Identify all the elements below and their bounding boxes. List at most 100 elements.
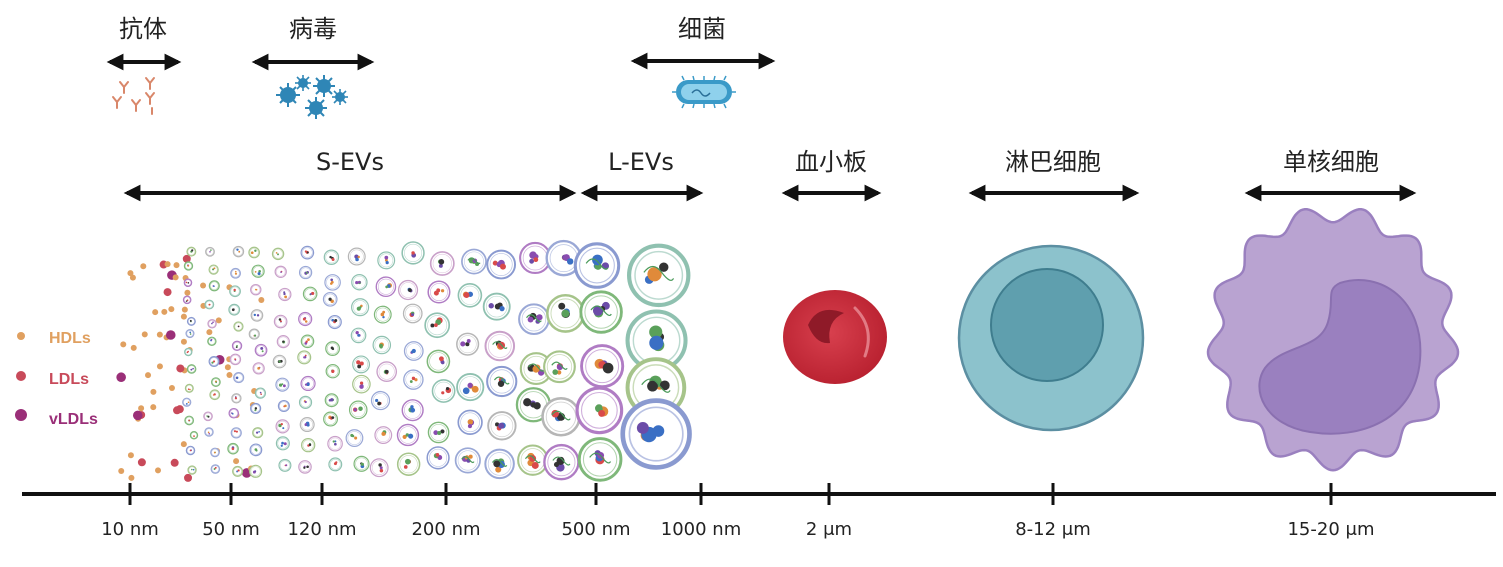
vesicle-icon — [575, 386, 624, 435]
vesicle-icon — [301, 437, 316, 453]
vesicle-icon — [233, 321, 244, 332]
vesicle-icon — [352, 355, 371, 374]
axis-tick-label: 8-12 μm — [1015, 519, 1091, 540]
vesicle-icon — [232, 245, 245, 258]
hdl-particle — [128, 474, 135, 481]
lymphocyte-icon — [957, 244, 1145, 432]
hdl-particle — [138, 405, 145, 412]
vesicle-icon — [396, 423, 420, 447]
label-antibody: 抗体 — [119, 15, 167, 43]
vesicle-icon — [298, 265, 313, 280]
vesicle-icon — [204, 299, 215, 310]
vesicle-icon — [323, 411, 339, 427]
platelet-icon — [783, 290, 887, 384]
vesicle-icon — [322, 291, 338, 307]
vesicle-icon — [486, 365, 518, 398]
vesicle-icon — [426, 349, 451, 374]
vesicle-icon — [186, 316, 196, 326]
vesicle-icon — [580, 344, 625, 389]
vesicle-icon — [183, 261, 194, 271]
hdl-particle — [129, 274, 136, 281]
hdl-particle — [152, 309, 159, 316]
vesicle-icon — [487, 411, 517, 441]
bacteria-icon — [672, 75, 736, 109]
vesicle-icon — [186, 364, 197, 374]
hdl-particle — [206, 329, 213, 336]
vesicle-icon — [397, 279, 419, 301]
hdl-particle — [150, 404, 157, 411]
ldl-particle — [173, 406, 182, 415]
vesicle-icon — [208, 280, 220, 292]
vesicle-icon — [484, 448, 515, 480]
vesicle-icon — [250, 283, 262, 296]
hdl-particle — [156, 363, 163, 370]
hdl-particle — [200, 282, 207, 289]
vesicle-icon — [620, 398, 692, 470]
vesicle-icon — [345, 429, 364, 447]
vesicle-icon — [325, 363, 341, 379]
vesicle-icon — [377, 251, 396, 270]
vesicle-icon — [376, 361, 398, 382]
vesicle-icon — [252, 427, 264, 439]
vesicle-icon — [231, 340, 243, 352]
vesicle-icon — [254, 387, 267, 399]
vesicle-icon — [207, 319, 217, 329]
vesicle-icon — [272, 354, 287, 369]
vesicle-icon — [375, 276, 397, 298]
vesicle-icon — [627, 243, 691, 308]
vesicle-icon — [351, 298, 370, 317]
hdl-particle — [118, 468, 125, 475]
vesicle-icon — [229, 353, 242, 366]
vesicle-icon — [250, 402, 262, 415]
hdl-particle — [172, 274, 179, 281]
vesicle-icon — [300, 375, 316, 392]
vesicle-icon — [543, 350, 576, 384]
vesicle-icon — [276, 335, 290, 349]
label-virus: 病毒 — [289, 15, 337, 43]
vesicle-icon — [328, 457, 343, 472]
vesicle-icon — [302, 286, 318, 302]
ldl-particle — [176, 364, 185, 373]
virus-icon — [276, 75, 348, 119]
axis-tick-label: 10 nm — [101, 519, 159, 540]
hdl-particle — [180, 441, 187, 448]
legend-label-ldls: LDLs — [49, 371, 89, 388]
vesicle-icon — [273, 314, 288, 329]
vesicle-icon — [189, 431, 199, 440]
vesicle-icon — [546, 293, 585, 333]
vesicle-icon — [210, 447, 220, 458]
vesicle-icon — [370, 390, 391, 411]
vesicle-icon — [182, 397, 192, 407]
vesicle-icon — [249, 443, 263, 457]
vesicle-icon — [184, 415, 195, 426]
hdl-particle — [127, 270, 134, 277]
ldl-swatch-icon — [16, 371, 26, 381]
antibody-icon — [112, 77, 155, 115]
vesicle-icon — [230, 427, 242, 439]
ldl-particle — [163, 288, 172, 297]
vesicle-icon — [231, 393, 242, 404]
vesicle-icon — [250, 309, 264, 322]
ldl-particle — [184, 473, 193, 482]
monocyte-icon — [1206, 208, 1460, 472]
hdl-particle — [180, 338, 187, 345]
axis-tick-label: 50 nm — [202, 519, 260, 540]
hdl-particle — [120, 341, 127, 348]
extracellular-vesicle-field — [116, 239, 692, 482]
legend-item-hdls: HDLs — [17, 330, 91, 347]
vesicle-icon — [427, 280, 451, 304]
vesicle-icon — [461, 248, 487, 275]
vesicle-icon — [275, 419, 290, 434]
vesicle-icon — [402, 303, 423, 324]
hdl-particle — [226, 372, 233, 379]
axis-tick-label: 500 nm — [561, 519, 630, 540]
vesicle-icon — [372, 335, 392, 355]
vesicle-icon — [401, 399, 424, 422]
label-l-evs: L-EVs — [608, 148, 674, 176]
lipoprotein-legend: HDLs LDLs vLDLs — [15, 330, 98, 428]
ldl-particle — [137, 458, 146, 467]
vesicle-icon — [373, 305, 392, 324]
legend-label-vldls: vLDLs — [49, 411, 98, 428]
vesicle-icon — [252, 362, 265, 375]
